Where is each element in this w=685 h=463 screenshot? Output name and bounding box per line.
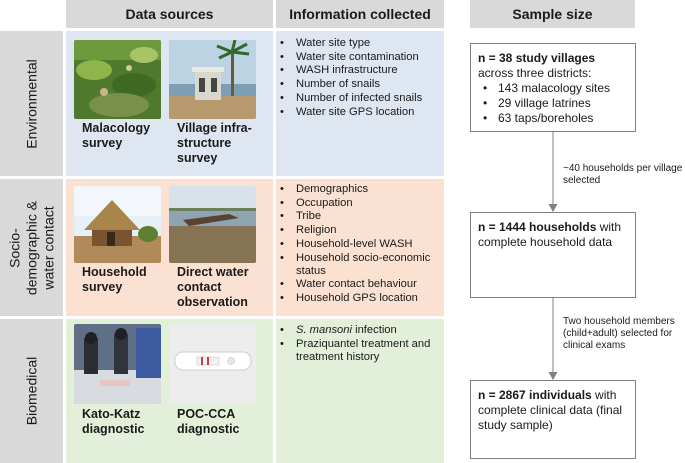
individuals-desc: with complete clinical data (final study… [478,388,623,432]
info-item: Occupation [276,197,440,210]
malacology-photo [74,40,161,119]
villages-list-item: 29 village latrines [478,96,628,111]
caption-household-survey: Household survey [82,265,147,294]
information-biomedical: S. mansoni infection Praziquantel treatm… [276,319,444,463]
info-item: Number of snails [276,78,440,91]
info-list-environmental: Water site type Water site contamination… [276,37,440,119]
info-item-text: infection [351,324,397,336]
households-count: n = 1444 households [478,220,597,234]
info-list-socio-demographic: Demographics Occupation Tribe Religion H… [276,183,440,306]
info-item: Water site contamination [276,51,440,64]
sample-box-households: n = 1444 households with complete househ… [470,212,636,298]
information-environmental: Water site type Water site contamination… [276,31,444,176]
info-item: Number of infected snails [276,92,440,105]
villages-districts: across three districts: [478,66,592,80]
info-item: Religion [276,224,440,237]
row-header-biomedical: Biomedical [0,319,63,463]
information-socio-demographic: Demographics Occupation Tribe Religion H… [276,179,444,316]
arrow-2 [548,298,558,380]
row-label-environmental: Environmental [23,58,39,149]
row-header-environmental: Environmental [0,31,63,176]
info-item: Water site type [276,37,440,50]
caption-direct-water-contact-observation: Direct water contact observation [177,265,249,309]
info-item: Household socio-economic status [276,252,440,278]
data-sources-socio-demographic: Household survey Direct water contact ob… [66,179,273,316]
households-desc: with complete household data [478,220,622,249]
header-information-collected: Information collected [276,0,444,28]
info-item: WASH infrastructure [276,64,440,77]
data-sources-biomedical: Kato-Katz diagnostic POC-CCA diagnostic [66,319,273,463]
row-label-biomedical: Biomedical [23,356,39,426]
household-photo [74,186,161,263]
info-item: Demographics [276,183,440,196]
villages-count: n = 38 study villages [478,51,596,65]
individuals-count: n = 2867 individuals [478,388,592,402]
row-header-socio-demographic: Socio-demographic & water contact [0,179,63,316]
villages-list-item: 63 taps/boreholes [478,111,628,126]
header-sample-size: Sample size [470,0,635,28]
info-item: Praziquantel treatment and treatment his… [276,338,440,364]
species-name: S. mansoni [296,324,352,336]
info-item: Water contact behaviour [276,278,440,291]
info-item: Water site GPS location [276,106,440,119]
caption-poc-cca-diagnostic: POC-CCA diagnostic [177,407,240,436]
info-list-biomedical: S. mansoni infection Praziquantel treatm… [276,324,440,364]
sample-box-villages: n = 38 study villages across three distr… [470,43,636,132]
kato-katz-photo [74,324,161,404]
info-item: Tribe [276,210,440,223]
sample-box-individuals: n = 2867 individuals with complete clini… [470,380,636,459]
info-item: Household GPS location [276,292,440,305]
row-label-socio-demographic: Socio-demographic & water contact [6,188,57,308]
villages-list-item: 143 malacology sites [478,81,628,96]
caption-malacology-survey: Malacology survey [82,121,151,150]
poc-cca-photo [169,324,256,404]
info-item: Household-level WASH [276,238,440,251]
note-household-members: Two household members (child+adult) sele… [563,316,675,351]
caption-kato-katz-diagnostic: Kato-Katz diagnostic [82,407,145,436]
header-data-sources: Data sources [66,0,273,28]
village-infrastructure-photo [169,40,256,119]
villages-list: 143 malacology sites 29 village latrines… [478,81,628,126]
water-contact-photo [169,186,256,263]
data-sources-environmental: Malacology survey Village infra-structur… [66,31,273,176]
row-label-socio-demographic-text: Socio-demographic & water contact [6,200,56,295]
info-item-mansoni: S. mansoni infection [276,324,440,337]
caption-village-infrastructure-survey: Village infra-structure survey [177,121,252,165]
note-households-per-village: ~40 households per village selected [563,163,683,186]
arrow-1 [548,132,558,212]
